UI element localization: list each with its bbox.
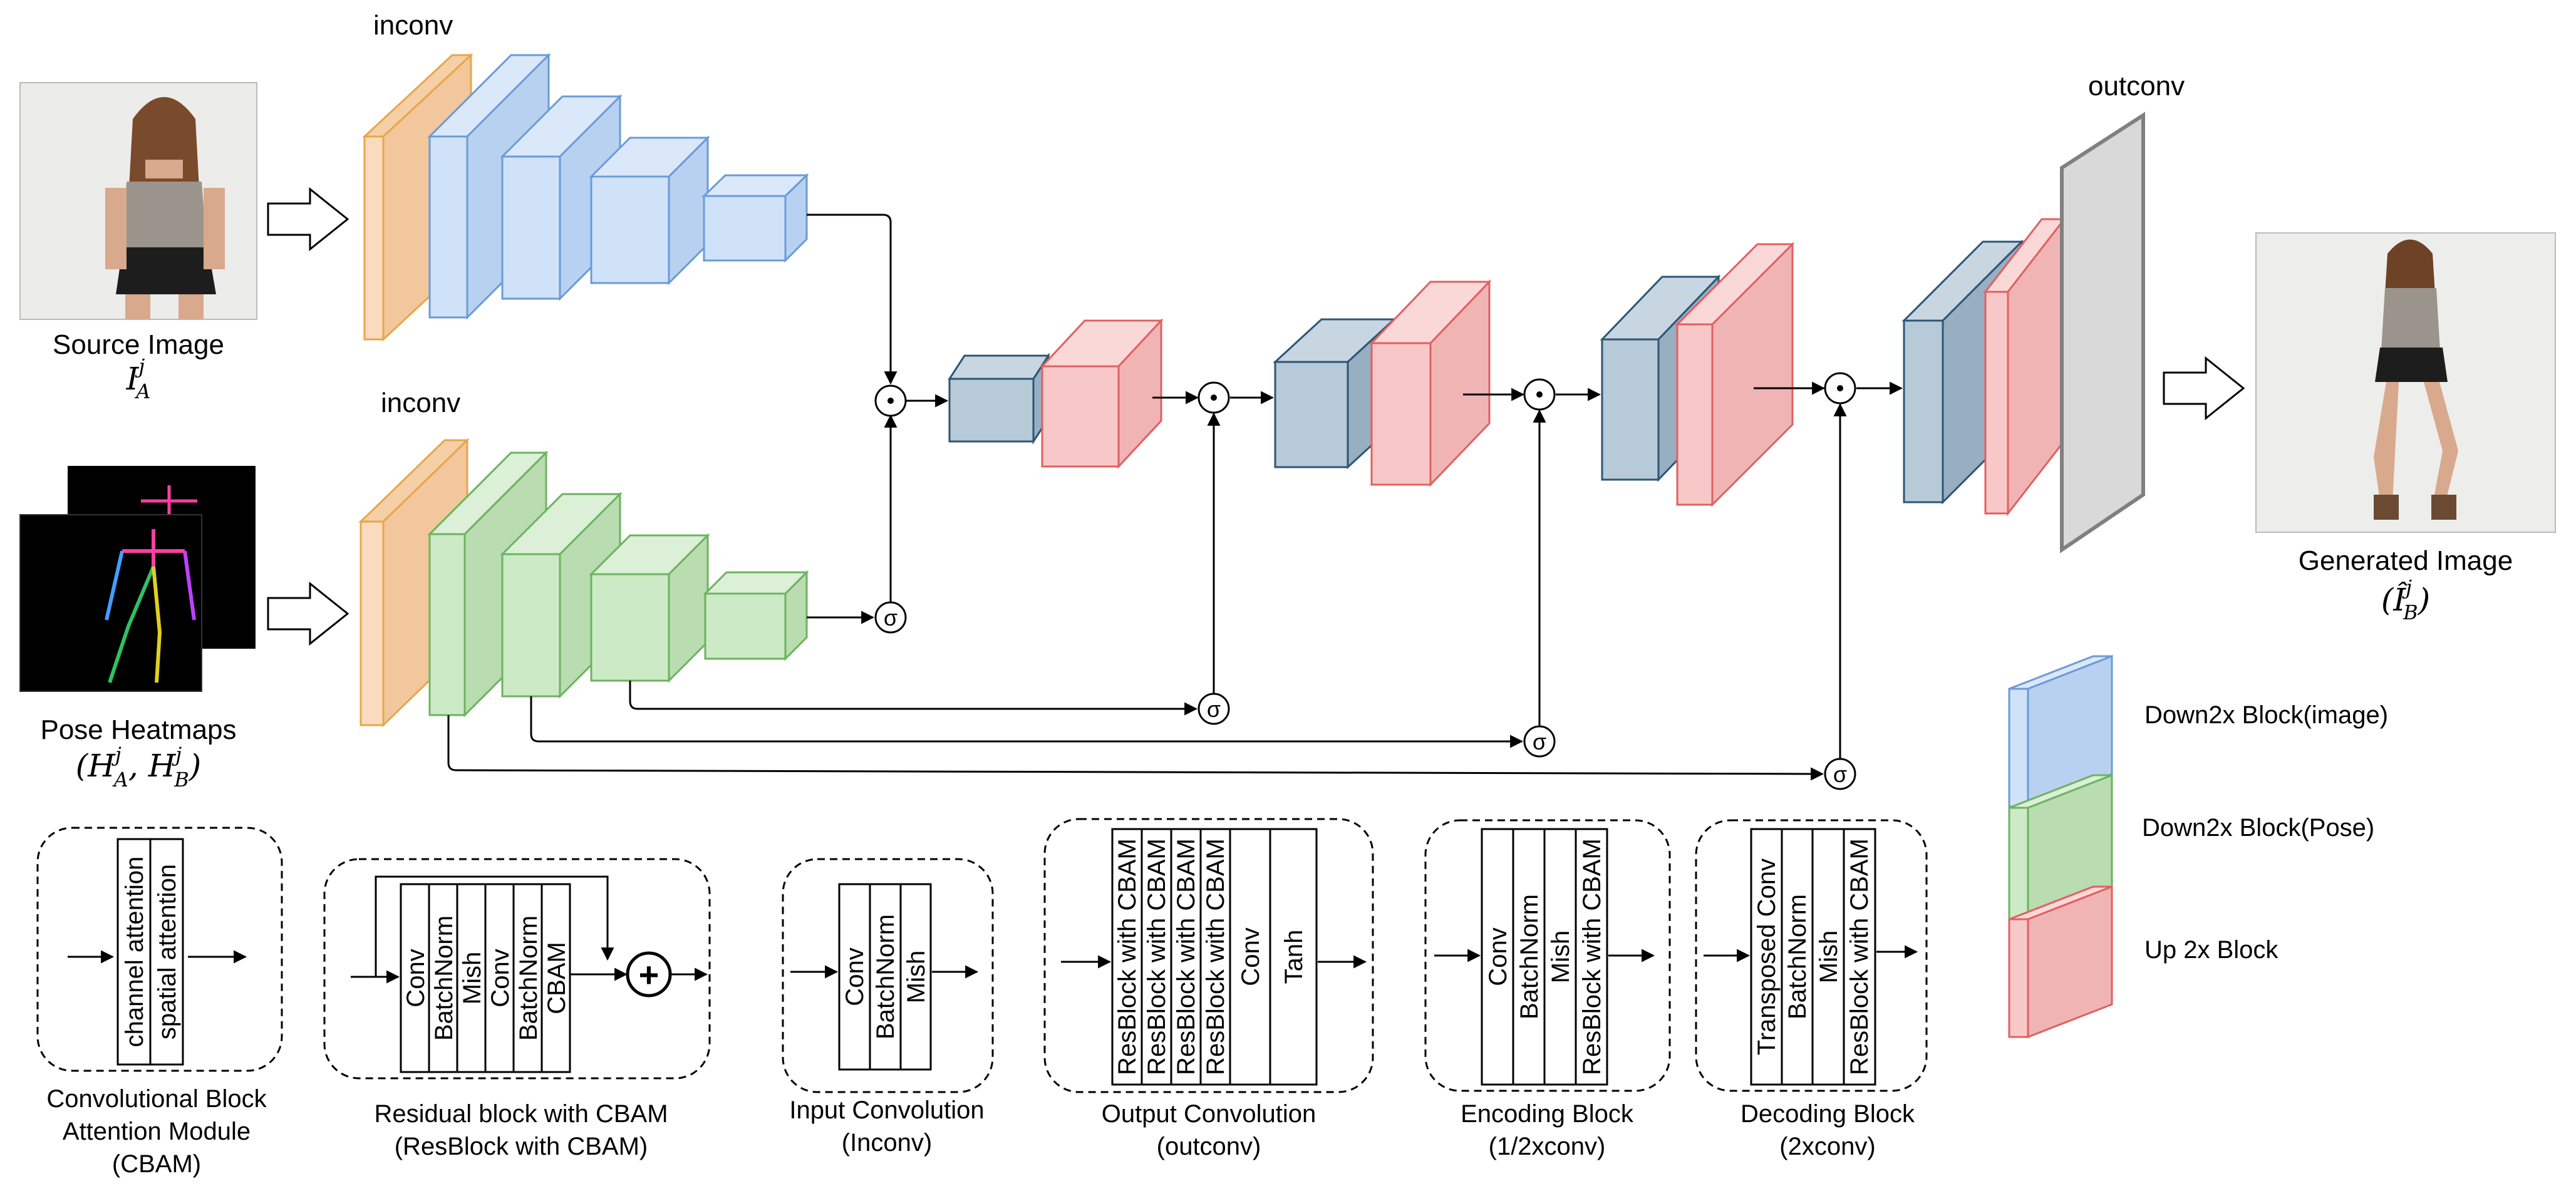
image-down-block-2 xyxy=(500,94,623,301)
svg-text:ResBlock with CBAM: ResBlock with CBAM xyxy=(1172,838,1200,1075)
svg-text:Mish: Mish xyxy=(1547,931,1575,983)
svg-text:Conv: Conv xyxy=(1237,927,1265,986)
svg-text:ResBlock with CBAM: ResBlock with CBAM xyxy=(1202,838,1229,1075)
inconv-bottom-label: inconv xyxy=(381,388,460,418)
pose-heatmap-images xyxy=(19,466,256,692)
svg-text:Mish: Mish xyxy=(903,951,930,1003)
generated-image-photo xyxy=(2255,232,2556,533)
output-arrow xyxy=(2163,356,2245,421)
outconv-plane xyxy=(2060,111,2145,554)
multiply-node-2 xyxy=(1197,381,1230,414)
resblock-layers: Conv BatchNorm Mish Conv BatchNorm CBAM xyxy=(402,915,571,1041)
source-image-title: Source Image xyxy=(53,329,224,360)
outconv-label: outconv xyxy=(2088,71,2185,101)
inconv-caption-1: Input Convolution xyxy=(789,1096,984,1124)
svg-text:+: + xyxy=(639,955,660,994)
resblock-caption-1: Residual block with CBAM xyxy=(374,1100,668,1128)
legend: Down2x Block(image) Down2x Block(Pose) U… xyxy=(2008,654,2388,1039)
pose-heatmaps-title: Pose Heatmaps xyxy=(40,714,236,745)
generated-image-title: Generated Image xyxy=(2299,545,2513,576)
svg-text:σ: σ xyxy=(1207,696,1221,722)
svg-text:Conv: Conv xyxy=(487,949,514,1007)
encoding-caption-2: (1/2xconv) xyxy=(1489,1133,1606,1160)
svg-text:Mish: Mish xyxy=(1815,931,1843,983)
svg-text:ResBlock with CBAM: ResBlock with CBAM xyxy=(1578,838,1606,1075)
svg-text:σ: σ xyxy=(1833,761,1847,787)
decoder-up-block-1 xyxy=(1040,318,1164,469)
multiply-node-4 xyxy=(1824,372,1856,405)
source-image-photo xyxy=(19,82,257,320)
cbam-caption-1: Convolutional Block xyxy=(46,1085,267,1113)
encoding-caption-1: Encoding Block xyxy=(1461,1100,1634,1128)
multiply-node-1 xyxy=(874,384,907,417)
legend-swatch-image xyxy=(2008,654,2113,808)
decoding-caption-2: (2xconv) xyxy=(1779,1133,1875,1160)
legend-label-up: Up 2x Block xyxy=(2144,936,2279,964)
pose-down-block-3 xyxy=(589,533,710,683)
decoder-up-block-2 xyxy=(1369,279,1492,487)
sigma-node-4: σ xyxy=(1824,758,1856,790)
cbam-layers: channel attention spatial attention xyxy=(121,857,181,1048)
cbam-layer-channel: channel attention xyxy=(121,857,148,1048)
outconv-caption-1: Output Convolution xyxy=(1102,1100,1316,1128)
outconv-layers: ResBlock with CBAM ResBlock with CBAM Re… xyxy=(1114,838,1308,1075)
resblock-caption-2: (ResBlock with CBAM) xyxy=(395,1133,648,1160)
cbam-caption-2: Attention Module xyxy=(63,1118,251,1145)
image-down-block-3 xyxy=(589,135,710,286)
encoding-layers: Conv BatchNorm Mish ResBlock with CBAM xyxy=(1484,838,1606,1075)
svg-text:BatchNorm: BatchNorm xyxy=(1516,894,1543,1019)
svg-text:BatchNorm: BatchNorm xyxy=(515,915,542,1041)
svg-text:Conv: Conv xyxy=(402,949,430,1007)
svg-text:σ: σ xyxy=(884,605,897,631)
legend-label-image: Down2x Block(image) xyxy=(2144,701,2388,729)
source-input-arrow xyxy=(267,187,349,252)
sigma-node-1: σ xyxy=(874,601,907,634)
decoding-caption-1: Decoding Block xyxy=(1741,1100,1915,1128)
decoder-slate-block-1 xyxy=(948,352,1050,445)
sigma-node-3: σ xyxy=(1523,725,1556,758)
svg-text:Mish: Mish xyxy=(458,952,486,1004)
svg-text:ResBlock with CBAM: ResBlock with CBAM xyxy=(1846,838,1873,1075)
module-arrows xyxy=(68,875,1918,984)
module-outlines xyxy=(36,818,1928,1093)
flow-connections xyxy=(447,214,1903,781)
inconv-top-label: inconv xyxy=(373,10,453,41)
legend-swatch-pose xyxy=(2008,773,2113,925)
residual-add-node: + xyxy=(626,951,672,998)
svg-text:Transposed Conv: Transposed Conv xyxy=(1753,858,1781,1055)
cbam-layer-spatial: spatial attention xyxy=(153,864,181,1039)
svg-text:σ: σ xyxy=(1533,729,1546,755)
inconv-layers: Conv BatchNorm Mish xyxy=(841,914,930,1039)
svg-text:Conv: Conv xyxy=(1484,927,1512,986)
svg-text:Tanh: Tanh xyxy=(1280,930,1308,984)
svg-text:BatchNorm: BatchNorm xyxy=(872,914,899,1039)
multiply-node-3 xyxy=(1523,378,1556,411)
svg-text:Conv: Conv xyxy=(841,947,869,1006)
svg-text:ResBlock with CBAM: ResBlock with CBAM xyxy=(1114,838,1141,1075)
pose-down-block-4 xyxy=(703,570,809,661)
sigma-node-2: σ xyxy=(1197,693,1230,725)
legend-label-pose: Down2x Block(Pose) xyxy=(2142,814,2374,842)
decoder-up-block-3 xyxy=(1675,242,1795,507)
inconv-caption-2: (Inconv) xyxy=(842,1129,933,1157)
image-down-block-4 xyxy=(701,173,809,263)
svg-text:BatchNorm: BatchNorm xyxy=(430,915,458,1041)
module-captions: Convolutional Block Attention Module (CB… xyxy=(46,1085,1915,1178)
pose-input-arrow xyxy=(267,581,349,646)
outconv-caption-2: (outconv) xyxy=(1157,1133,1261,1160)
decoding-layers: Transposed Conv BatchNorm Mish ResBlock … xyxy=(1753,838,1873,1075)
module-layer-boxes xyxy=(116,828,1876,1086)
svg-text:CBAM: CBAM xyxy=(543,942,571,1014)
legend-swatch-up xyxy=(2008,885,2113,1039)
svg-text:BatchNorm: BatchNorm xyxy=(1784,894,1811,1019)
svg-text:ResBlock with CBAM: ResBlock with CBAM xyxy=(1143,838,1171,1075)
decoder-up-block-4 xyxy=(1983,216,2067,517)
cbam-caption-3: (CBAM) xyxy=(112,1150,201,1178)
